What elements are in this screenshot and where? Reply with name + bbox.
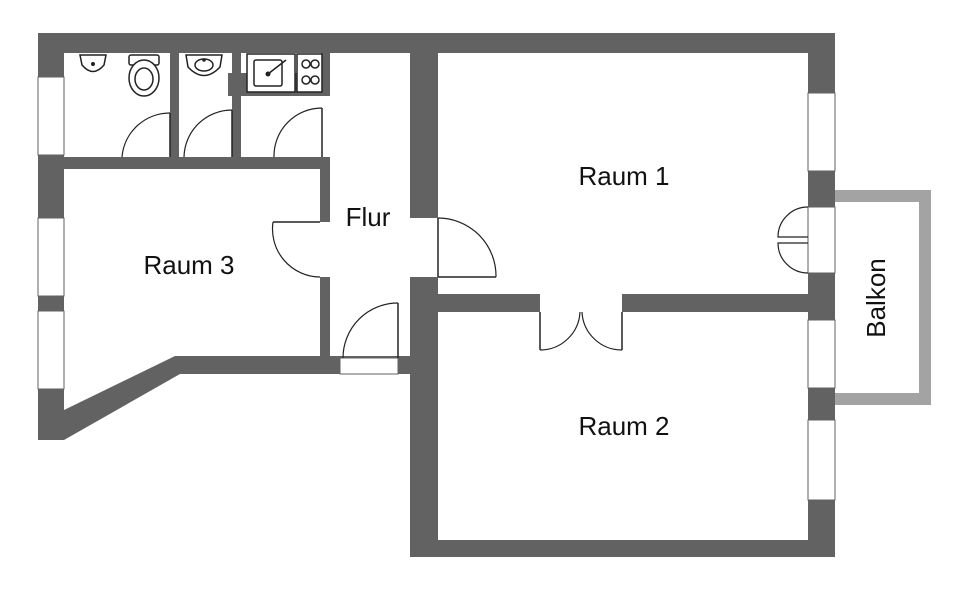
balcony-rail-right <box>919 190 931 405</box>
door-wc <box>121 112 171 158</box>
window-raum1 <box>807 92 836 172</box>
door-bath <box>183 109 233 158</box>
wall-wc-bath <box>170 53 179 165</box>
room-label-balkon: Balkon <box>861 258 891 338</box>
room-label-flur: Flur <box>346 202 391 232</box>
window-raum2-b <box>807 419 836 501</box>
wall-raum1-raum2-b <box>622 294 808 312</box>
entrance-threshold <box>339 357 399 375</box>
window-raum2-a <box>807 319 836 389</box>
door-raum1-raum2 <box>539 311 623 351</box>
door-raum3 <box>271 221 321 278</box>
door-entrance <box>342 302 399 359</box>
windows <box>37 76 836 501</box>
wall-raum3-right-bottom <box>320 277 330 359</box>
kitchen-sink-icon <box>246 53 296 93</box>
wc-small-basin-icon <box>79 54 107 73</box>
wall-bath-kitchen <box>232 53 241 165</box>
window-raum3-a <box>37 217 65 297</box>
wall-raum1-raum2-a <box>438 294 540 312</box>
doors <box>121 107 809 359</box>
room-label-raum2: Raum 2 <box>578 411 669 441</box>
room-labels: Raum 1 Raum 2 Raum 3 Flur Balkon <box>143 161 891 441</box>
wall-raum3-right-top <box>320 157 330 222</box>
wall-raum2-left <box>410 277 438 557</box>
wall-wet-rooms-bottom <box>64 157 328 169</box>
door-raum1 <box>437 217 497 278</box>
toilet-icon <box>128 54 160 97</box>
window-balcony-door <box>807 206 836 274</box>
wall-kitchen-flur-stub <box>321 53 330 73</box>
door-balcony <box>777 206 809 274</box>
door-kitchen <box>273 107 323 158</box>
balcony <box>835 190 931 405</box>
washbasin-icon <box>185 54 223 77</box>
wall-flur-raum1 <box>410 53 438 218</box>
window-wc <box>37 76 65 156</box>
balcony-rail-top <box>835 190 931 202</box>
stove-icon <box>296 53 323 93</box>
window-raum3-b <box>37 310 65 390</box>
room-label-raum3: Raum 3 <box>143 250 234 280</box>
wall-bottom <box>410 540 835 557</box>
fixtures <box>79 53 323 97</box>
balcony-rail-bottom <box>835 393 931 405</box>
wall-top <box>38 33 835 53</box>
room-label-raum1: Raum 1 <box>578 161 669 191</box>
